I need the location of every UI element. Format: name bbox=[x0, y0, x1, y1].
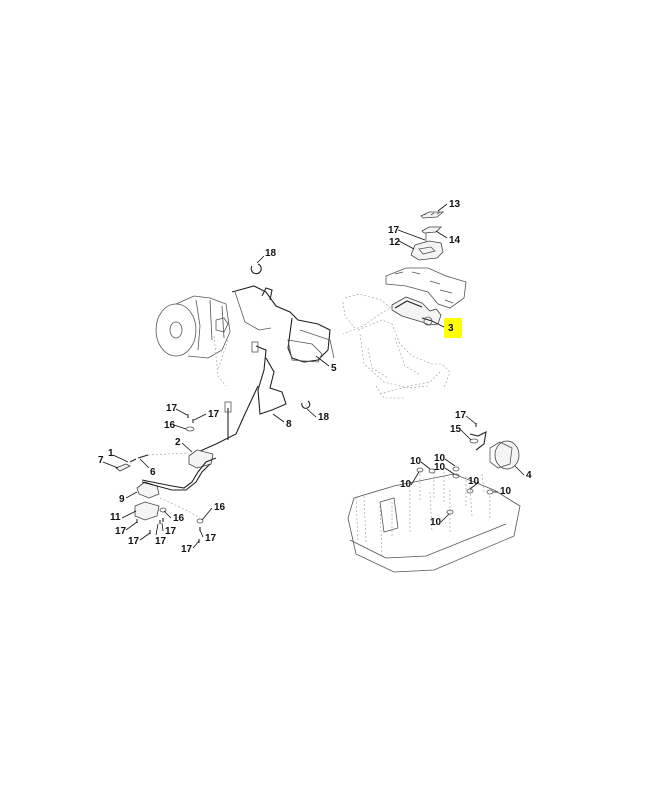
fuse-box-base-drawing bbox=[347, 468, 521, 573]
part-3-actuator-drawing bbox=[391, 296, 442, 326]
callout-10[interactable]: 10 bbox=[410, 456, 422, 467]
part-4-motor-drawing bbox=[469, 423, 520, 470]
callout-16[interactable]: 16 bbox=[173, 513, 185, 524]
callout-10[interactable]: 10 bbox=[468, 476, 480, 487]
callout-12[interactable]: 12 bbox=[389, 237, 401, 248]
highlight-part-3 bbox=[444, 318, 462, 338]
callout-14[interactable]: 14 bbox=[449, 235, 461, 246]
callout-7[interactable]: 7 bbox=[98, 455, 104, 466]
callout-6[interactable]: 6 bbox=[150, 467, 156, 478]
part-18-ring-top-drawing bbox=[250, 263, 262, 275]
callout-10[interactable]: 10 bbox=[434, 453, 446, 464]
callout-13[interactable]: 13 bbox=[449, 199, 461, 210]
callout-18[interactable]: 18 bbox=[318, 412, 330, 423]
callout-5[interactable]: 5 bbox=[331, 363, 337, 374]
callout-15[interactable]: 15 bbox=[450, 424, 462, 435]
callout-17[interactable]: 17 bbox=[166, 403, 178, 414]
part-5-harness-drawing bbox=[231, 285, 335, 363]
callout-17[interactable]: 17 bbox=[388, 225, 400, 236]
part-2-module-drawing bbox=[188, 401, 232, 469]
part-10-clips-drawing bbox=[416, 466, 494, 515]
callout-17[interactable]: 17 bbox=[205, 533, 217, 544]
part-13-clip-drawing bbox=[420, 211, 445, 219]
part-11-holder-drawing bbox=[134, 501, 160, 521]
callout-17[interactable]: 17 bbox=[115, 526, 127, 537]
callout-4[interactable]: 4 bbox=[526, 470, 532, 481]
callout-17[interactable]: 17 bbox=[455, 410, 467, 421]
blower-motor-drawing bbox=[155, 295, 231, 387]
callout-11[interactable]: 11 bbox=[110, 512, 121, 523]
callout-8[interactable]: 8 bbox=[286, 419, 292, 430]
callout-18[interactable]: 18 bbox=[265, 248, 277, 259]
callout-17[interactable]: 17 bbox=[165, 526, 177, 537]
part-18-ring-right-drawing bbox=[301, 400, 311, 409]
bracket-plate-drawing bbox=[385, 267, 467, 309]
callout-17[interactable]: 17 bbox=[181, 544, 193, 555]
part-8-harness-drawing bbox=[197, 341, 287, 453]
callout-3-highlighted[interactable]: 3 bbox=[448, 323, 454, 334]
callout-10[interactable]: 10 bbox=[500, 486, 512, 497]
fasteners-17-16-upper bbox=[185, 414, 195, 432]
part-9-bracket-and-tube-drawing bbox=[136, 457, 217, 499]
callout-17[interactable]: 17 bbox=[128, 536, 140, 547]
part-12-cover-drawing bbox=[410, 233, 444, 261]
callout-10[interactable]: 10 bbox=[434, 462, 446, 473]
callout-2[interactable]: 2 bbox=[175, 437, 181, 448]
callout-17[interactable]: 17 bbox=[155, 536, 167, 547]
callout-10[interactable]: 10 bbox=[430, 517, 442, 528]
callout-10[interactable]: 10 bbox=[400, 479, 412, 490]
leader-lines bbox=[102, 203, 525, 549]
callout-1[interactable]: 1 bbox=[108, 448, 114, 459]
part-1-6-7-pins-drawing bbox=[115, 452, 189, 472]
callout-9[interactable]: 9 bbox=[119, 494, 125, 505]
callout-16[interactable]: 16 bbox=[214, 502, 226, 513]
console-body-outline bbox=[342, 293, 451, 399]
callout-16[interactable]: 16 bbox=[164, 420, 176, 431]
callout-17[interactable]: 17 bbox=[208, 409, 220, 420]
